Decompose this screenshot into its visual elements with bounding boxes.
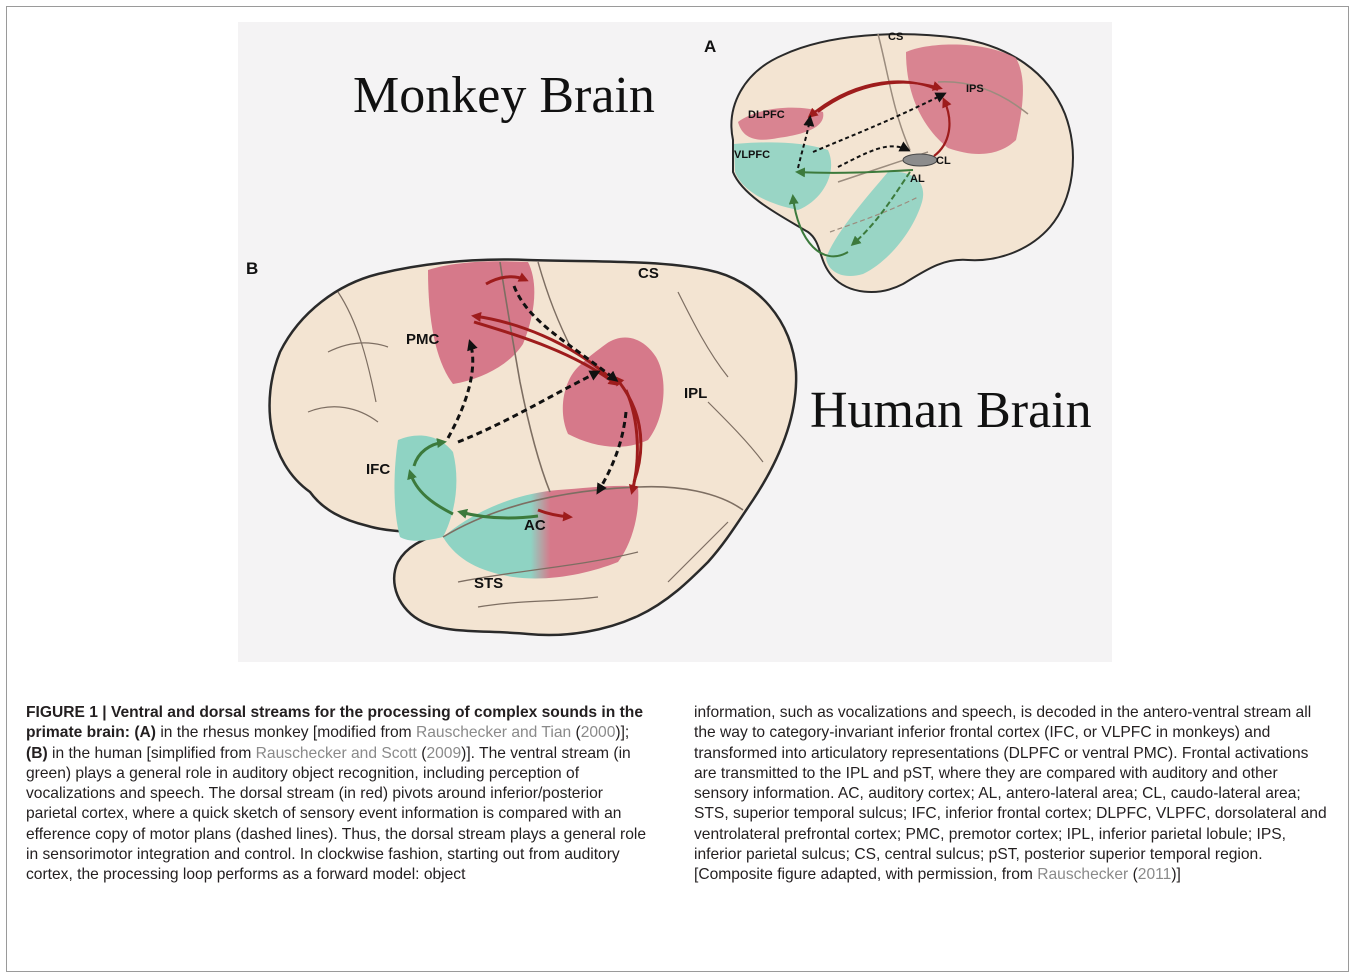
human-label-ifc: IFC (366, 461, 390, 478)
human-label-ac: AC (524, 517, 546, 534)
caption-left-body: )]. The ventral stream (in green) plays … (26, 745, 646, 884)
caption-right-column: information, such as vocalizations and s… (694, 703, 1334, 886)
monkey-label-cs: CS (888, 31, 903, 43)
caption-ref-3[interactable]: Rauschecker (1037, 866, 1128, 883)
brain-figure: CS IPS DLPFC VLPFC CL AL A Monkey Brain (238, 22, 1112, 662)
caption-ref-3-year[interactable]: 2011 (1138, 866, 1172, 883)
human-label-pmc: PMC (406, 331, 440, 348)
monkey-label-al: AL (910, 173, 925, 185)
caption-panel-b-text: in the human [simplified from (48, 745, 256, 762)
brain-figure-svg: CS IPS DLPFC VLPFC CL AL A Monkey Brain (238, 22, 1112, 662)
caption-left-column: FIGURE 1 | Ventral and dorsal streams fo… (26, 703, 654, 886)
caption-ref-1-close: )]; (615, 724, 629, 741)
caption-ref-1[interactable]: Rauschecker and Tian (416, 724, 571, 741)
caption-ref-2-year[interactable]: 2009 (426, 745, 461, 762)
caption-ref-1-year[interactable]: 2000 (581, 724, 616, 741)
monkey-label-ips: IPS (966, 83, 984, 95)
caption-panel-b-marker: (B) (26, 745, 48, 762)
caption-ref-2[interactable]: Rauschecker and Scott (256, 745, 417, 762)
human-label-sts: STS (474, 575, 503, 592)
caption-panel-a-text: in the rhesus monkey [modified from (156, 724, 416, 741)
caption-ref-3-close: )] (1171, 866, 1181, 883)
human-ifc-region (394, 436, 456, 541)
panel-b-letter: B (246, 259, 258, 278)
human-label-cs: CS (638, 265, 659, 282)
monkey-brain-title: Monkey Brain (353, 67, 655, 124)
caption-ref-3-open: ( (1128, 866, 1138, 883)
caption-right-body: information, such as vocalizations and s… (694, 704, 1327, 883)
caption-ref-1-open: ( (571, 724, 581, 741)
panel-a-letter: A (704, 37, 716, 56)
monkey-auditory-core (903, 154, 937, 166)
monkey-label-cl: CL (936, 155, 951, 167)
caption-paragraph-right: information, such as vocalizations and s… (694, 703, 1334, 886)
caption-paragraph-left: FIGURE 1 | Ventral and dorsal streams fo… (26, 703, 654, 886)
monkey-label-dlpfc: DLPFC (748, 109, 785, 121)
caption-panel-a-marker: (A) (134, 724, 156, 741)
human-brain-title: Human Brain (810, 382, 1092, 439)
caption-ref-2-open: ( (417, 745, 427, 762)
human-label-ipl: IPL (684, 385, 707, 402)
monkey-label-vlpfc: VLPFC (734, 149, 770, 161)
